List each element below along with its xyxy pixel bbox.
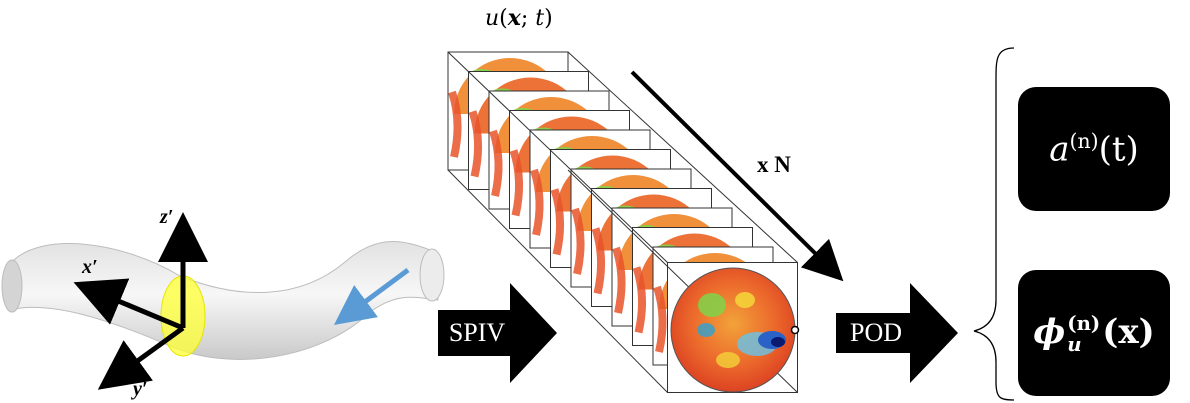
spatial-mode: ϕ(n)u (x) xyxy=(1033,312,1154,355)
temporal-coefficient: a(n)(t) xyxy=(1049,129,1139,169)
pipe xyxy=(1,241,445,360)
pod-label: POD xyxy=(849,318,902,347)
spatial-mode-box: ϕ(n)u (x) xyxy=(1018,270,1170,396)
z-axis-label: z′ xyxy=(160,206,174,228)
spiv-label: SPIV xyxy=(448,318,506,347)
field-label-t: t xyxy=(535,6,545,31)
field-label-close: ) xyxy=(544,6,553,31)
spiv-block-arrow xyxy=(438,283,557,383)
temporal-coefficient-sup: (n) xyxy=(1069,128,1099,153)
spatial-mode-sup: (n) xyxy=(1067,310,1101,335)
stack-direction-arrow xyxy=(630,70,844,282)
y-axis-label: y′ xyxy=(133,378,148,400)
x-axis-arrow xyxy=(73,278,184,331)
flow-direction-arrow xyxy=(333,267,410,325)
y-axis-arrow xyxy=(97,325,185,390)
pod-block-arrow xyxy=(836,283,958,383)
field-label-sep: ; xyxy=(520,6,536,31)
stack-edge xyxy=(567,51,798,263)
x-axis-label: x′ xyxy=(82,256,98,278)
snapshot-stack xyxy=(447,51,798,393)
field-label-x: x xyxy=(507,5,521,31)
spatial-mode-base: ϕ xyxy=(1033,311,1066,352)
front-snapshot xyxy=(671,268,795,392)
field-label-u: u xyxy=(485,6,500,31)
field-label-open: ( xyxy=(499,6,508,31)
spatial-mode-sub: u xyxy=(1067,331,1082,356)
stack-edge xyxy=(447,169,668,393)
stack-count-label: x N xyxy=(757,152,791,177)
temporal-coefficient-arg: (t) xyxy=(1098,129,1139,170)
coordinate-axes xyxy=(73,212,208,390)
field-label: u(x; t) xyxy=(485,5,553,31)
temporal-coefficient-box: a(n)(t) xyxy=(1018,87,1170,211)
temporal-coefficient-base: a xyxy=(1049,129,1070,170)
stack-edge xyxy=(447,51,668,263)
spatial-mode-arg: (x) xyxy=(1102,311,1155,352)
curly-brace xyxy=(973,47,1015,401)
